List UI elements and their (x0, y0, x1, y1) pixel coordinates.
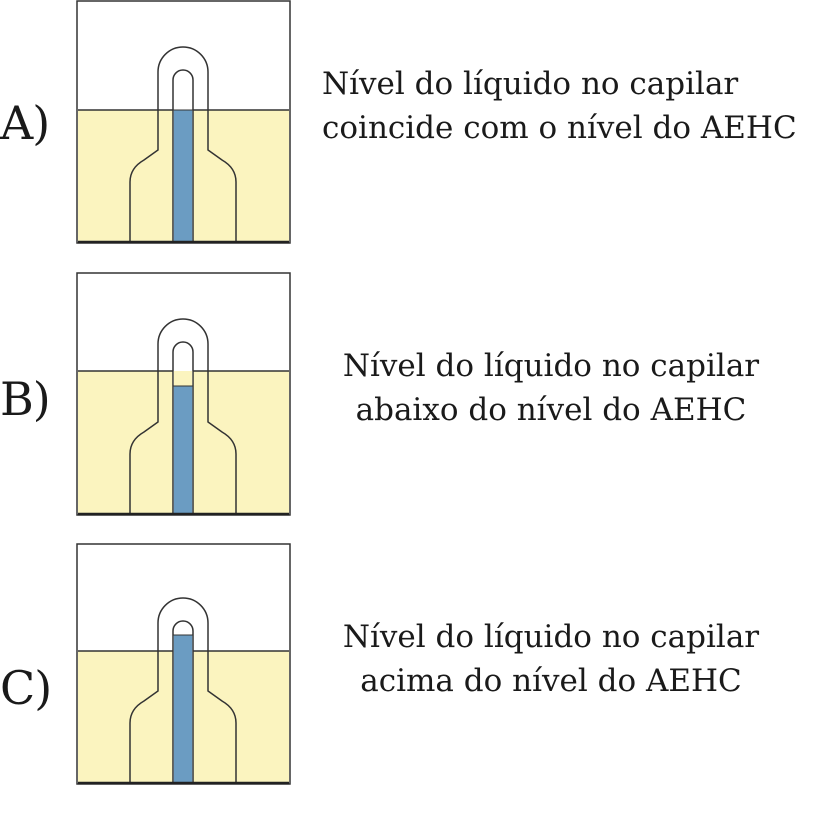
panel-b: B) Nível do líquido no capilar abaixo do… (0, 272, 819, 544)
capillary-liquid (173, 386, 193, 513)
caption: Nível do líquido no capilar acima do nív… (336, 615, 766, 703)
hydrometer-outline (129, 318, 237, 514)
capillary-liquid (173, 635, 193, 782)
caption-line-2: abaixo do nível do AEHC (355, 392, 747, 428)
hydrometer-outline (129, 46, 237, 242)
caption: Nível do líquido no capilar coincide com… (322, 62, 802, 150)
panel-label: A) (0, 96, 50, 150)
capillary-gap (173, 371, 193, 386)
caption-line-2: acima do nível do AEHC (360, 663, 742, 699)
panel-label: C) (0, 661, 52, 715)
caption-line-1: Nível do líquido no capilar (342, 348, 760, 384)
caption-line-1: Nível do líquido no capilar (342, 619, 760, 655)
capillary-diagram-c (76, 543, 291, 785)
panel-a: A) Nível do líquido no capilar coincide … (0, 0, 819, 272)
hydrometer-outline (129, 597, 237, 783)
capillary-diagram-b (76, 272, 291, 516)
capillary-liquid (173, 110, 193, 241)
panel-c: C) Nível do líquido no capilar acima do … (0, 543, 819, 815)
caption: Nível do líquido no capilar abaixo do ní… (336, 344, 766, 432)
capillary-diagram-a (76, 0, 291, 244)
caption-line-2: coincide com o nível do AEHC (322, 110, 797, 146)
caption-line-1: Nível do líquido no capilar (322, 66, 739, 102)
panel-label: B) (0, 372, 51, 426)
